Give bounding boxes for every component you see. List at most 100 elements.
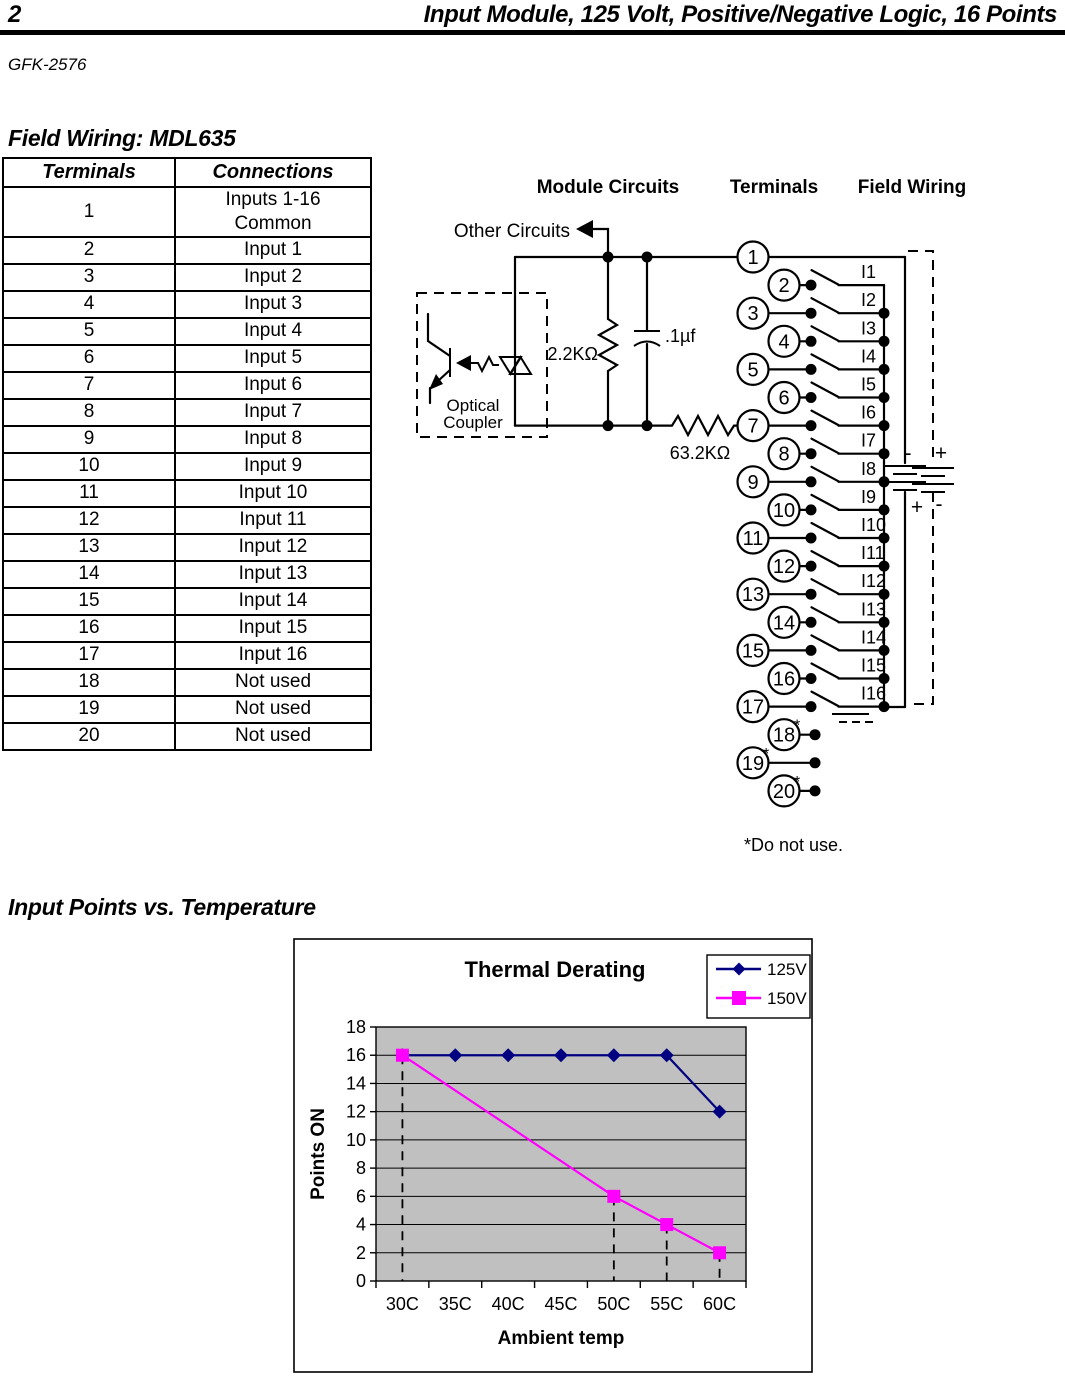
terminal-circle — [767, 268, 801, 302]
bus-junction-dot — [878, 644, 890, 656]
contact-dot — [805, 673, 817, 684]
input-label: I4 — [861, 346, 876, 366]
connection-cell: Input 1 — [174, 235, 372, 265]
field-wiring-header: Field Wiring — [858, 177, 967, 198]
terminal-circle — [767, 493, 801, 527]
y-tick-label: 16 — [346, 1045, 366, 1065]
terminal-circle — [767, 718, 801, 752]
terminal-number: 3 — [747, 303, 758, 325]
contact-dot — [805, 588, 817, 600]
switch-blade — [810, 521, 840, 539]
terminals-header: Terminals — [730, 177, 818, 198]
contact-dot — [805, 307, 817, 319]
terminal-circle — [736, 296, 770, 330]
y-tick-label: 10 — [346, 1130, 366, 1150]
contact-dot — [805, 363, 817, 375]
terminal-cell: 1 — [2, 186, 176, 238]
y-axis-title: Points ON — [308, 1108, 329, 1200]
terminal-circle — [736, 409, 770, 443]
table-header-row: Terminals Connections — [2, 157, 372, 188]
y-tick-label: 6 — [356, 1186, 366, 1206]
switch-blade — [810, 578, 840, 595]
terminal-number: 20 — [773, 781, 795, 803]
terminal-number: 2 — [778, 275, 789, 297]
section-heading-field-wiring: Field Wiring: MDL635 — [8, 125, 236, 151]
data-marker — [448, 1048, 463, 1063]
connection-cell: Input 6 — [174, 370, 372, 400]
terminal-number: 13 — [742, 584, 764, 606]
other-circuits-label: Other Circuits — [454, 221, 570, 242]
light-arrow-icon — [456, 355, 471, 371]
bus-junction-dot — [878, 616, 890, 628]
connection-cell: Input 8 — [174, 424, 372, 454]
switch-blade — [810, 606, 840, 623]
field-boundary-bottom — [910, 492, 934, 705]
page-title: Input Module, 125 Volt, Positive/Negativ… — [423, 1, 1058, 28]
diagram-column-headers: Module Circuits Terminals Field Wiring — [537, 177, 967, 198]
light-arrow-tail — [471, 354, 499, 374]
other-circuits-wire — [591, 227, 610, 259]
connection-cell: Inputs 1-16 Common — [174, 186, 372, 238]
terminal-number: 19 — [742, 753, 764, 775]
input-label: I1 — [861, 262, 876, 282]
data-marker — [501, 1048, 516, 1063]
terminal-circle — [767, 774, 801, 808]
connection-cell: Input 16 — [174, 640, 372, 670]
optical-coupler-label-line2: Coupler — [443, 413, 503, 432]
series-resistor: 63.2KΩ — [670, 413, 739, 463]
terminal-circle — [736, 521, 770, 555]
contact-dot — [805, 504, 817, 516]
x-tick-label: 50C — [597, 1294, 630, 1314]
pullup-resistor-value: 2.2KΩ — [548, 344, 598, 364]
connection-cell: Input 15 — [174, 613, 372, 643]
switch-blade — [810, 662, 840, 680]
plot-area — [375, 1026, 747, 1282]
contact-dot — [805, 420, 817, 432]
legend-label: 150V — [767, 989, 807, 1008]
connection-cell: Input 11 — [174, 505, 372, 535]
terminal-cell: 5 — [2, 316, 176, 346]
bus-junction-dot — [878, 335, 890, 347]
y-tick-label: 0 — [356, 1271, 366, 1291]
switch-blade — [810, 325, 840, 342]
bus-junction-dot — [878, 476, 890, 488]
contact-dot — [805, 560, 817, 572]
x-tick-label: 45C — [544, 1294, 577, 1314]
legend-box — [706, 954, 811, 1019]
terminal-number: 4 — [778, 331, 789, 353]
other-circuits-branch: Other Circuits — [454, 220, 610, 259]
contact-dot — [805, 644, 817, 656]
emitter-arrow-icon — [429, 374, 443, 390]
connection-cell: Input 4 — [174, 316, 372, 346]
column-header-connections: Connections — [174, 157, 372, 188]
legend-marker — [732, 991, 746, 1005]
data-marker — [606, 1048, 621, 1063]
legend-label: 125V — [767, 960, 807, 979]
terminal-cell: 4 — [2, 289, 176, 319]
switch-blade — [810, 353, 840, 370]
connection-cell: Not used — [174, 667, 372, 697]
terminal-cell: 20 — [2, 721, 176, 751]
bus-junction-dot — [878, 588, 890, 600]
terminal-circle — [767, 661, 801, 696]
connection-cell: Input 3 — [174, 289, 372, 319]
data-marker — [660, 1218, 674, 1232]
connection-cell: Input 5 — [174, 343, 372, 373]
terminal-cell: 15 — [2, 586, 176, 616]
section-heading-input-points: Input Points vs. Temperature — [8, 894, 316, 920]
filter-capacitor: .1µf — [633, 255, 696, 427]
do-not-use-asterisk: * — [794, 718, 800, 735]
do-not-use-asterisk: * — [794, 774, 800, 791]
terminal-circle — [767, 380, 801, 415]
bus-junction-dot — [878, 560, 890, 572]
